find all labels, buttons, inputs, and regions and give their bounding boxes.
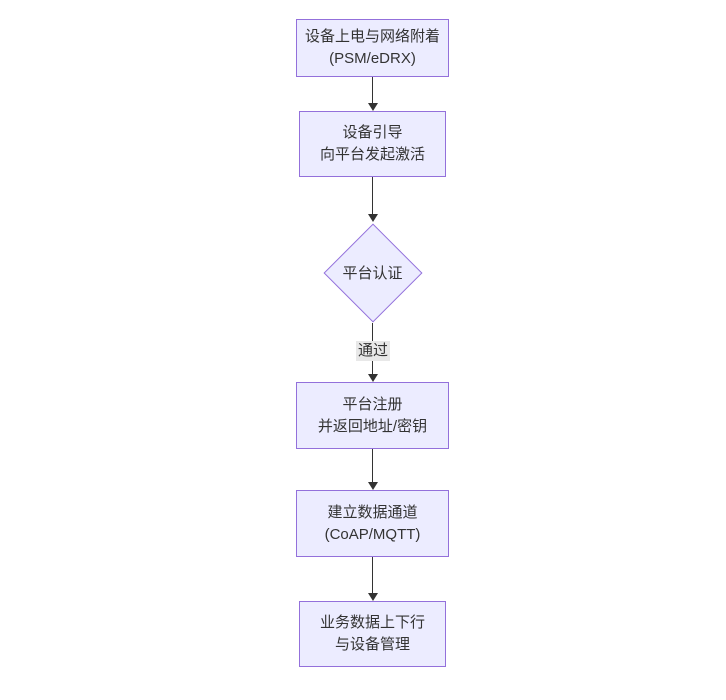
arrowhead-d-e-icon: [368, 482, 378, 490]
node-data-channel-line2: (CoAP/MQTT): [324, 525, 421, 543]
node-platform-auth-label: 平台认证: [342, 265, 403, 282]
arrowhead-b-c-icon: [368, 214, 378, 222]
node-platform-auth: 平台认证: [322, 222, 423, 323]
edge-e-f-line: [372, 557, 373, 593]
edge-a-b-line: [372, 77, 373, 103]
node-business-data-line2: 与设备管理: [334, 636, 410, 653]
node-platform-register-line1: 平台注册: [342, 395, 403, 413]
node-business-data-line1: 业务数据上下行: [319, 614, 425, 631]
edge-label-pass: 通过: [355, 341, 391, 361]
node-power-attach-line1: 设备上电与网络附着: [304, 28, 440, 45]
node-platform-register-line2: 并返回地址/密钥: [317, 417, 428, 435]
arrowhead-a-b-icon: [368, 103, 378, 111]
node-data-channel: 建立数据通道 (CoAP/MQTT): [296, 490, 449, 557]
arrowhead-e-f-icon: [368, 593, 378, 601]
node-power-attach: 设备上电与网络附着 (PSM/eDRX): [296, 19, 449, 77]
node-business-data: 业务数据上下行 与设备管理: [299, 601, 446, 667]
node-bootstrap-line1: 设备引导: [342, 124, 403, 141]
edge-d-e-line: [372, 449, 373, 482]
node-data-channel-line1: 建立数据通道: [327, 503, 418, 521]
node-bootstrap: 设备引导 向平台发起激活: [299, 111, 446, 177]
node-platform-register: 平台注册 并返回地址/密钥: [296, 382, 449, 449]
arrowhead-c-d-icon: [368, 374, 378, 382]
node-power-attach-line2: (PSM/eDRX): [329, 50, 416, 67]
node-bootstrap-line2: 向平台发起激活: [319, 146, 425, 163]
edge-b-c-line: [372, 177, 373, 215]
